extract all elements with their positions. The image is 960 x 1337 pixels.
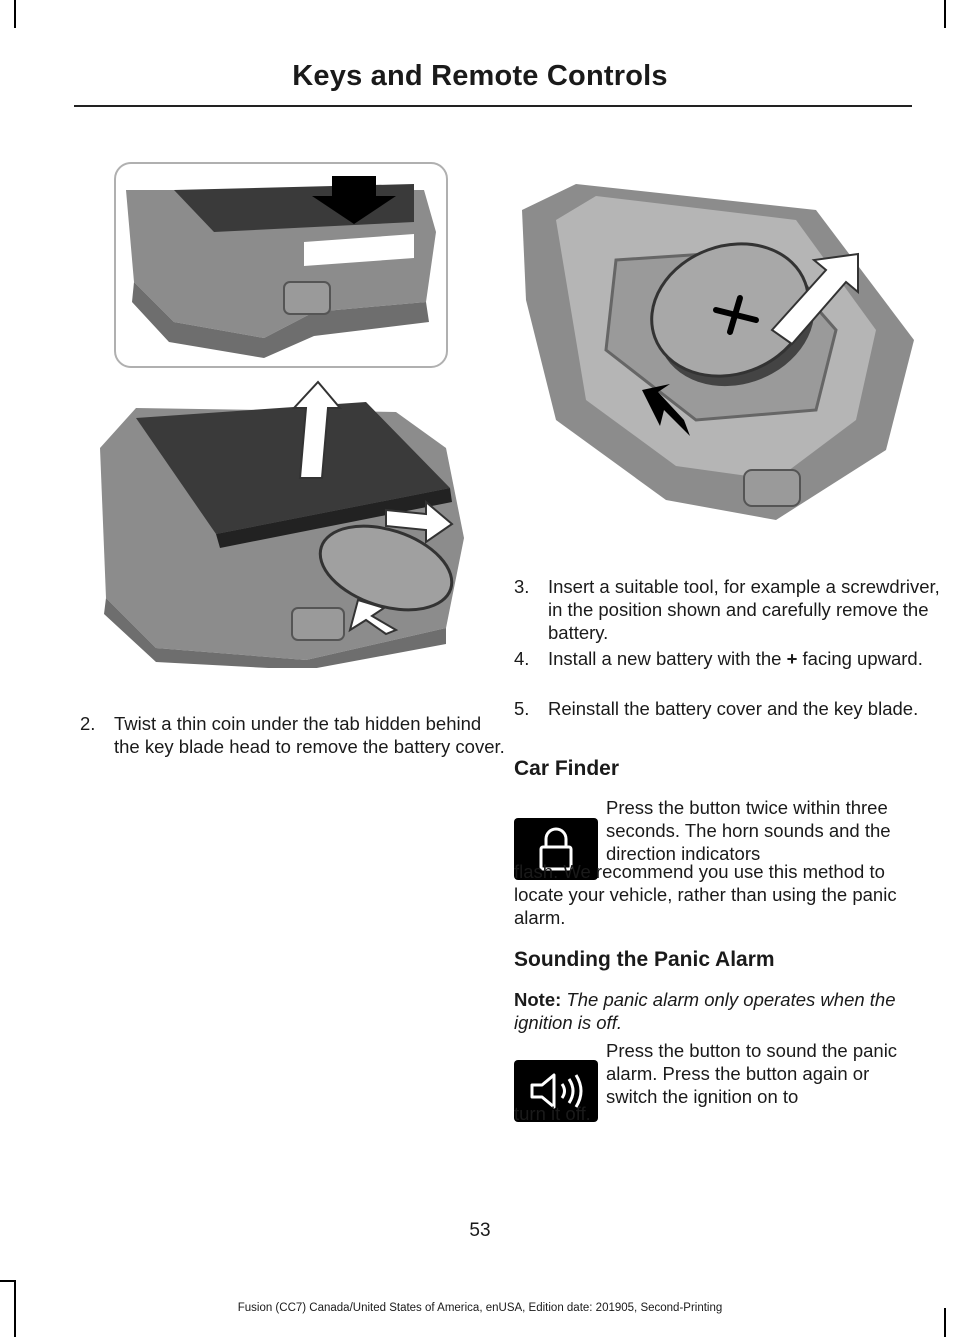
crop-mark-bottom-right: [944, 1308, 946, 1337]
step-number: 2.: [80, 713, 96, 734]
step-number: 4.: [514, 648, 530, 669]
car-finder-continuation: flash. We recommend you use this method …: [514, 861, 897, 928]
car-finder-heading: Car Finder: [514, 757, 620, 780]
crop-mark-top-left: [14, 0, 16, 28]
lock-icon: [539, 827, 573, 871]
step-text: Insert a suitable tool, for example a sc…: [548, 576, 940, 643]
note-text: The panic alarm only operates when the i…: [514, 989, 896, 1033]
speaker-sound-icon: [530, 1073, 583, 1109]
crop-mark-top-right: [944, 0, 946, 28]
step-text: Twist a thin coin under the tab hidden b…: [114, 713, 505, 757]
note-label: Note:: [514, 989, 562, 1010]
page-number: 53: [469, 1220, 491, 1241]
step-4: 4. Install a new battery with the + facin…: [514, 647, 944, 670]
panic-alarm-heading: Sounding the Panic Alarm: [514, 948, 775, 971]
step-text-before: Install a new battery with the: [548, 648, 787, 669]
panic-alarm-note: Note: The panic alarm only operates when…: [514, 988, 910, 1034]
step-text-after: facing upward.: [797, 648, 923, 669]
step-number: 5.: [514, 698, 530, 719]
step-text: Reinstall the battery cover and the key …: [548, 698, 919, 719]
step-number: 3.: [514, 576, 530, 597]
crop-mark-bottom-left: [14, 1280, 16, 1337]
footer-edition-info: Fusion (CC7) Canada/United States of Ame…: [237, 1302, 723, 1314]
key-fob-inset-illustration: [114, 162, 448, 368]
step-3: 3. Insert a suitable tool, for example a …: [514, 575, 944, 644]
crop-mark-bottom-left-h: [0, 1280, 16, 1282]
key-fob-cover-removal-illustration: [96, 378, 470, 668]
panic-button-icon-box: [514, 1060, 598, 1122]
step-2: 2. Twist a thin coin under the tab hidden…: [80, 712, 506, 758]
plus-symbol: +: [786, 648, 798, 669]
car-finder-icon-text: Press the button twice within three seco…: [606, 797, 891, 864]
step-5: 5. Reinstall the battery cover and the ke…: [514, 697, 944, 720]
page-title: Keys and Remote Controls: [292, 60, 668, 92]
panic-alarm-continuation: turn it off.: [514, 1103, 591, 1124]
panic-alarm-icon-text: Press the button to sound the panic alar…: [606, 1040, 898, 1107]
lock-button-icon-box: [514, 818, 598, 880]
key-fob-battery-removal-illustration: [516, 180, 914, 530]
header-divider: [74, 105, 912, 107]
